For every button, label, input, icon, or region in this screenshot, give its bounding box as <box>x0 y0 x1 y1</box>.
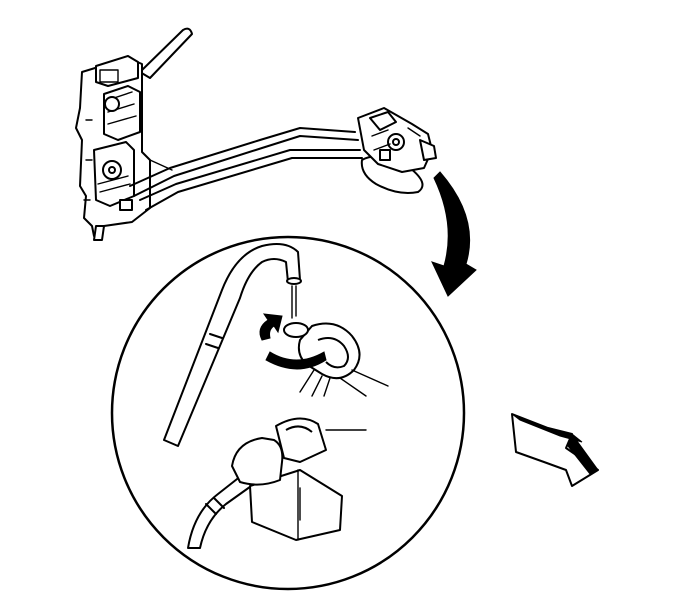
rotation-arrow-icon <box>259 313 327 370</box>
curved-arrow-icon <box>431 171 477 297</box>
detail-rod-upper <box>163 243 302 447</box>
lock-actuator-icon <box>75 27 193 241</box>
lower-clip-icon <box>231 417 367 541</box>
forward-arrow-icon <box>511 413 599 487</box>
rod-icon <box>129 127 363 211</box>
handle-icon <box>357 107 437 194</box>
circle-detail-icon <box>110 235 466 591</box>
